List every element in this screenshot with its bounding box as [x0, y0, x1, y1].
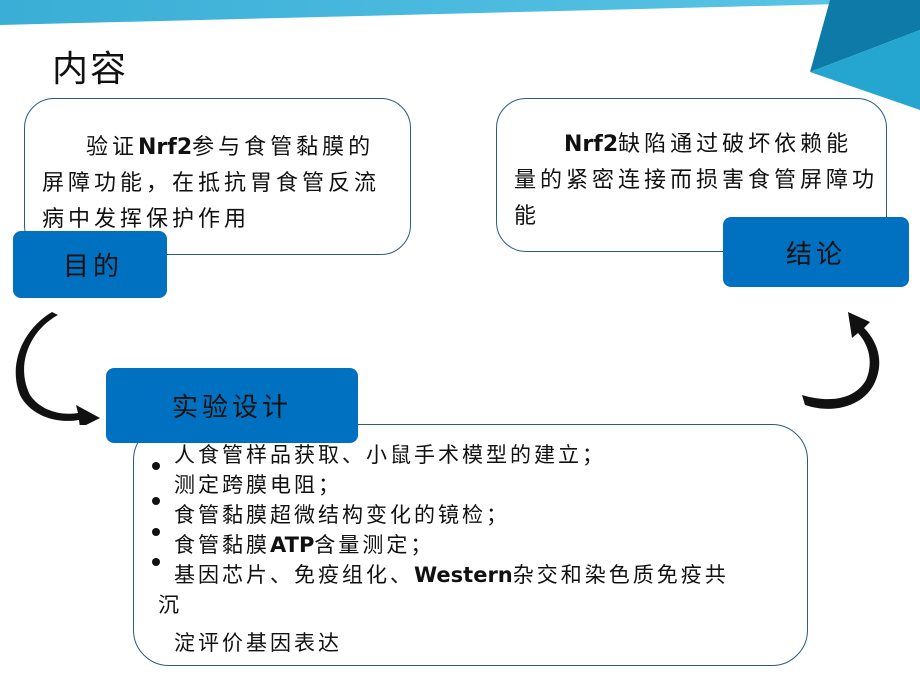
list-item: 食管黏膜ATP含量测定； [140, 530, 800, 566]
list-item-text: 食管黏膜 [174, 533, 270, 557]
list-item-text: 淀评价基因表达 [174, 631, 342, 655]
conclusion-text-line2: 量的紧密连接而损害食管屏障功 [514, 168, 879, 193]
list-item-text: 杂交和染色质免疫共 [512, 563, 729, 587]
curved-arrow-up-left-icon [802, 312, 880, 409]
purpose-text-line1: 参与食管黏膜的 [192, 135, 375, 160]
bullet-icon [152, 497, 160, 505]
list-item: 沉 [140, 590, 800, 620]
design-list: 人食管样品获取、小鼠手术模型的建立； 测定跨膜电阻； 食管黏膜超微结构变化的镜检… [140, 440, 800, 658]
conclusion-text-line1: 缺陷通过破坏依赖能 [618, 132, 853, 157]
purpose-text-line2: 屏障功能，在抵抗胃食管反流 [42, 171, 381, 196]
curved-arrow-down-right-icon [15, 312, 100, 425]
bullet-icon [152, 462, 160, 470]
list-item-text: 食管黏膜超微结构变化的镜检； [174, 503, 510, 527]
conclusion-text-bold: Nrf2 [564, 132, 619, 157]
purpose-label: 目的 [13, 231, 167, 298]
list-item-bold: ATP [270, 533, 315, 557]
list-item-text: 人食管样品获取、小鼠手术模型的建立； [174, 443, 606, 467]
page-title: 内容 [52, 49, 129, 90]
list-item-bold: Western [414, 563, 513, 587]
top-banner-decoration [0, 0, 920, 25]
bullet-icon [152, 528, 160, 536]
list-item-text: 沉 [158, 593, 182, 617]
list-item: 基因芯片、免疫组化、Western杂交和染色质免疫共 [140, 560, 800, 590]
list-item: 淀评价基因表达 [140, 628, 800, 658]
bullet-icon [152, 558, 160, 566]
purpose-content-box [24, 98, 411, 255]
purpose-text-bold: Nrf2 [138, 135, 193, 160]
list-item-text: 含量测定； [314, 533, 435, 557]
list-item-text: 测定跨膜电阻； [174, 473, 342, 497]
conclusion-text-line3: 能 [514, 204, 541, 229]
purpose-text: 验证Nrf2参与食管黏膜的 屏障功能，在抵抗胃食管反流 病中发挥保护作用 [42, 130, 402, 238]
design-label: 实验设计 [106, 368, 358, 443]
purpose-text-line3: 病中发挥保护作用 [42, 207, 251, 232]
design-content-box [133, 424, 808, 666]
list-item: 测定跨膜电阻； [140, 470, 800, 505]
list-item: 人食管样品获取、小鼠手术模型的建立； [140, 440, 800, 470]
list-item-text: 基因芯片、免疫组化、 [174, 563, 414, 587]
purpose-text-prefix: 验证 [86, 135, 139, 160]
list-item: 食管黏膜超微结构变化的镜检； [140, 500, 800, 536]
conclusion-text: Nrf2缺陷通过破坏依赖能 量的紧密连接而损害食管屏障功 能 [514, 127, 884, 235]
corner-triangle-decoration [810, 0, 920, 110]
conclusion-label: 结论 [723, 217, 909, 287]
